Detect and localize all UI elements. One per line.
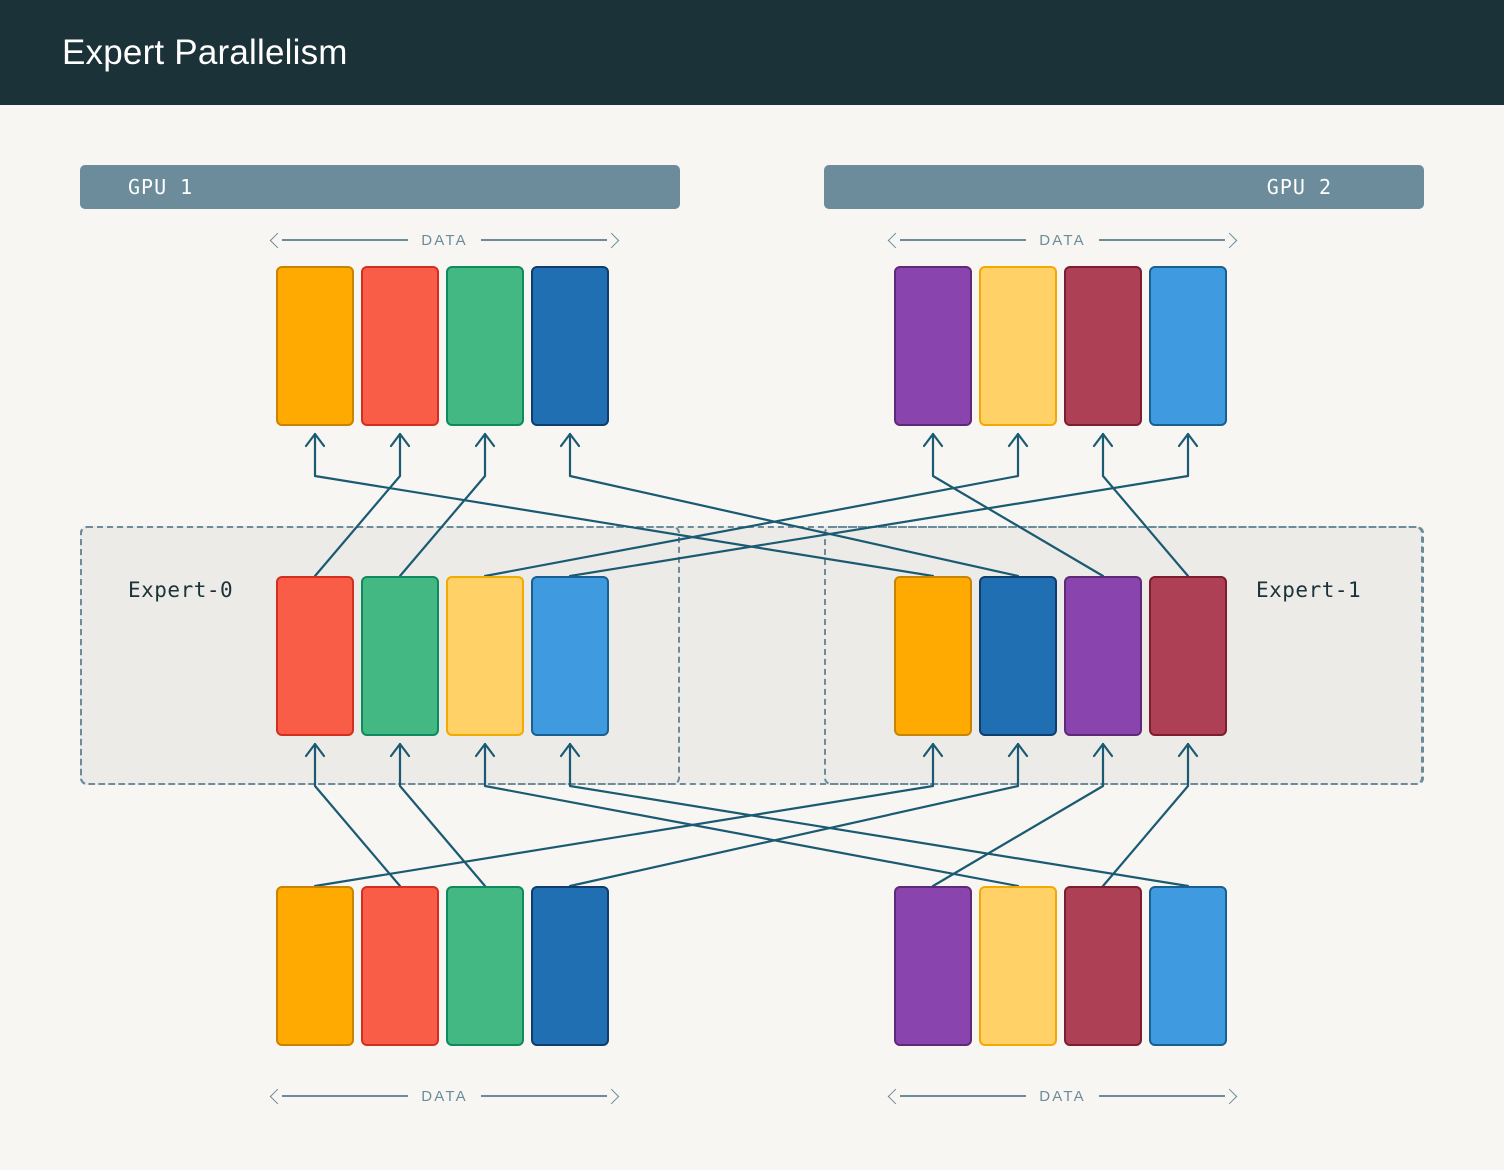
data-axis-bottom-right: DATA (887, 1084, 1238, 1108)
page-title: Expert Parallelism (62, 32, 348, 72)
expert-0-label: Expert-0 (128, 578, 234, 602)
axis-line (480, 1095, 607, 1097)
gpu2-input-tokens-block-1 (979, 886, 1057, 1046)
gpu2-input-tokens-block-2 (1064, 886, 1142, 1046)
combine-link-0-arrowhead-icon (304, 432, 326, 448)
expert1-tokens-block-0 (894, 576, 972, 736)
combine-link-5-arrowhead-icon (1007, 432, 1029, 448)
combine-link-6-arrowhead-icon (1092, 432, 1114, 448)
gpu-header-gpu2-label: GPU 2 (1266, 175, 1332, 199)
expert-1-label: Expert-1 (1256, 578, 1362, 602)
gpu-header-gpu2: GPU 2 (824, 165, 1424, 209)
expert0-tokens-block-0 (276, 576, 354, 736)
axis-line (900, 1095, 1027, 1097)
axis-line (282, 1095, 409, 1097)
gpu1-output-tokens-block-1 (361, 266, 439, 426)
combine-link-4-arrowhead-icon (922, 432, 944, 448)
data-axis-label: DATA (1039, 231, 1086, 249)
arrow-right-icon (603, 1088, 620, 1104)
gpu2-input-tokens-block-3 (1149, 886, 1227, 1046)
combine-link-2-arrowhead-icon (474, 432, 496, 448)
gpu2-output-tokens-block-1 (979, 266, 1057, 426)
axis-line (900, 239, 1027, 241)
data-axis-bottom-left: DATA (269, 1084, 620, 1108)
expert1-tokens-block-1 (979, 576, 1057, 736)
arrow-right-icon (1221, 232, 1238, 248)
arrow-right-icon (1221, 1088, 1238, 1104)
expert1-tokens-block-3 (1149, 576, 1227, 736)
gpu1-input-tokens-block-0 (276, 886, 354, 1046)
data-axis-label: DATA (421, 231, 468, 249)
arrow-left-icon (269, 1088, 286, 1104)
combine-link-1-arrowhead-icon (389, 432, 411, 448)
arrow-left-icon (887, 1088, 904, 1104)
gpu-header-gpu1: GPU 1 (80, 165, 680, 209)
arrow-left-icon (269, 232, 286, 248)
data-axis-label: DATA (1039, 1087, 1086, 1105)
axis-line (1098, 1095, 1225, 1097)
axis-line (480, 239, 607, 241)
arrow-right-icon (603, 232, 620, 248)
axis-line (1098, 239, 1225, 241)
gpu1-output-tokens-block-3 (531, 266, 609, 426)
gpu1-output-tokens-block-0 (276, 266, 354, 426)
combine-link-7-arrowhead-icon (1177, 432, 1199, 448)
expert0-tokens-block-2 (446, 576, 524, 736)
expert0-tokens-block-3 (531, 576, 609, 736)
data-axis-top-left: DATA (269, 228, 620, 252)
gpu2-output-tokens-block-3 (1149, 266, 1227, 426)
gpu-header-gpu1-label: GPU 1 (128, 175, 194, 199)
gpu2-output-tokens-block-0 (894, 266, 972, 426)
gpu1-input-tokens-block-3 (531, 886, 609, 1046)
data-axis-top-right: DATA (887, 228, 1238, 252)
gpu2-input-tokens-block-0 (894, 886, 972, 1046)
expert0-tokens-block-1 (361, 576, 439, 736)
header-bar: Expert Parallelism (0, 0, 1504, 105)
gpu1-output-tokens-block-2 (446, 266, 524, 426)
expert1-tokens-block-2 (1064, 576, 1142, 736)
arrow-left-icon (887, 232, 904, 248)
combine-link-3-arrowhead-icon (559, 432, 581, 448)
gpu1-input-tokens-block-2 (446, 886, 524, 1046)
axis-line (282, 239, 409, 241)
gpu2-output-tokens-block-2 (1064, 266, 1142, 426)
data-axis-label: DATA (421, 1087, 468, 1105)
gpu1-input-tokens-block-1 (361, 886, 439, 1046)
